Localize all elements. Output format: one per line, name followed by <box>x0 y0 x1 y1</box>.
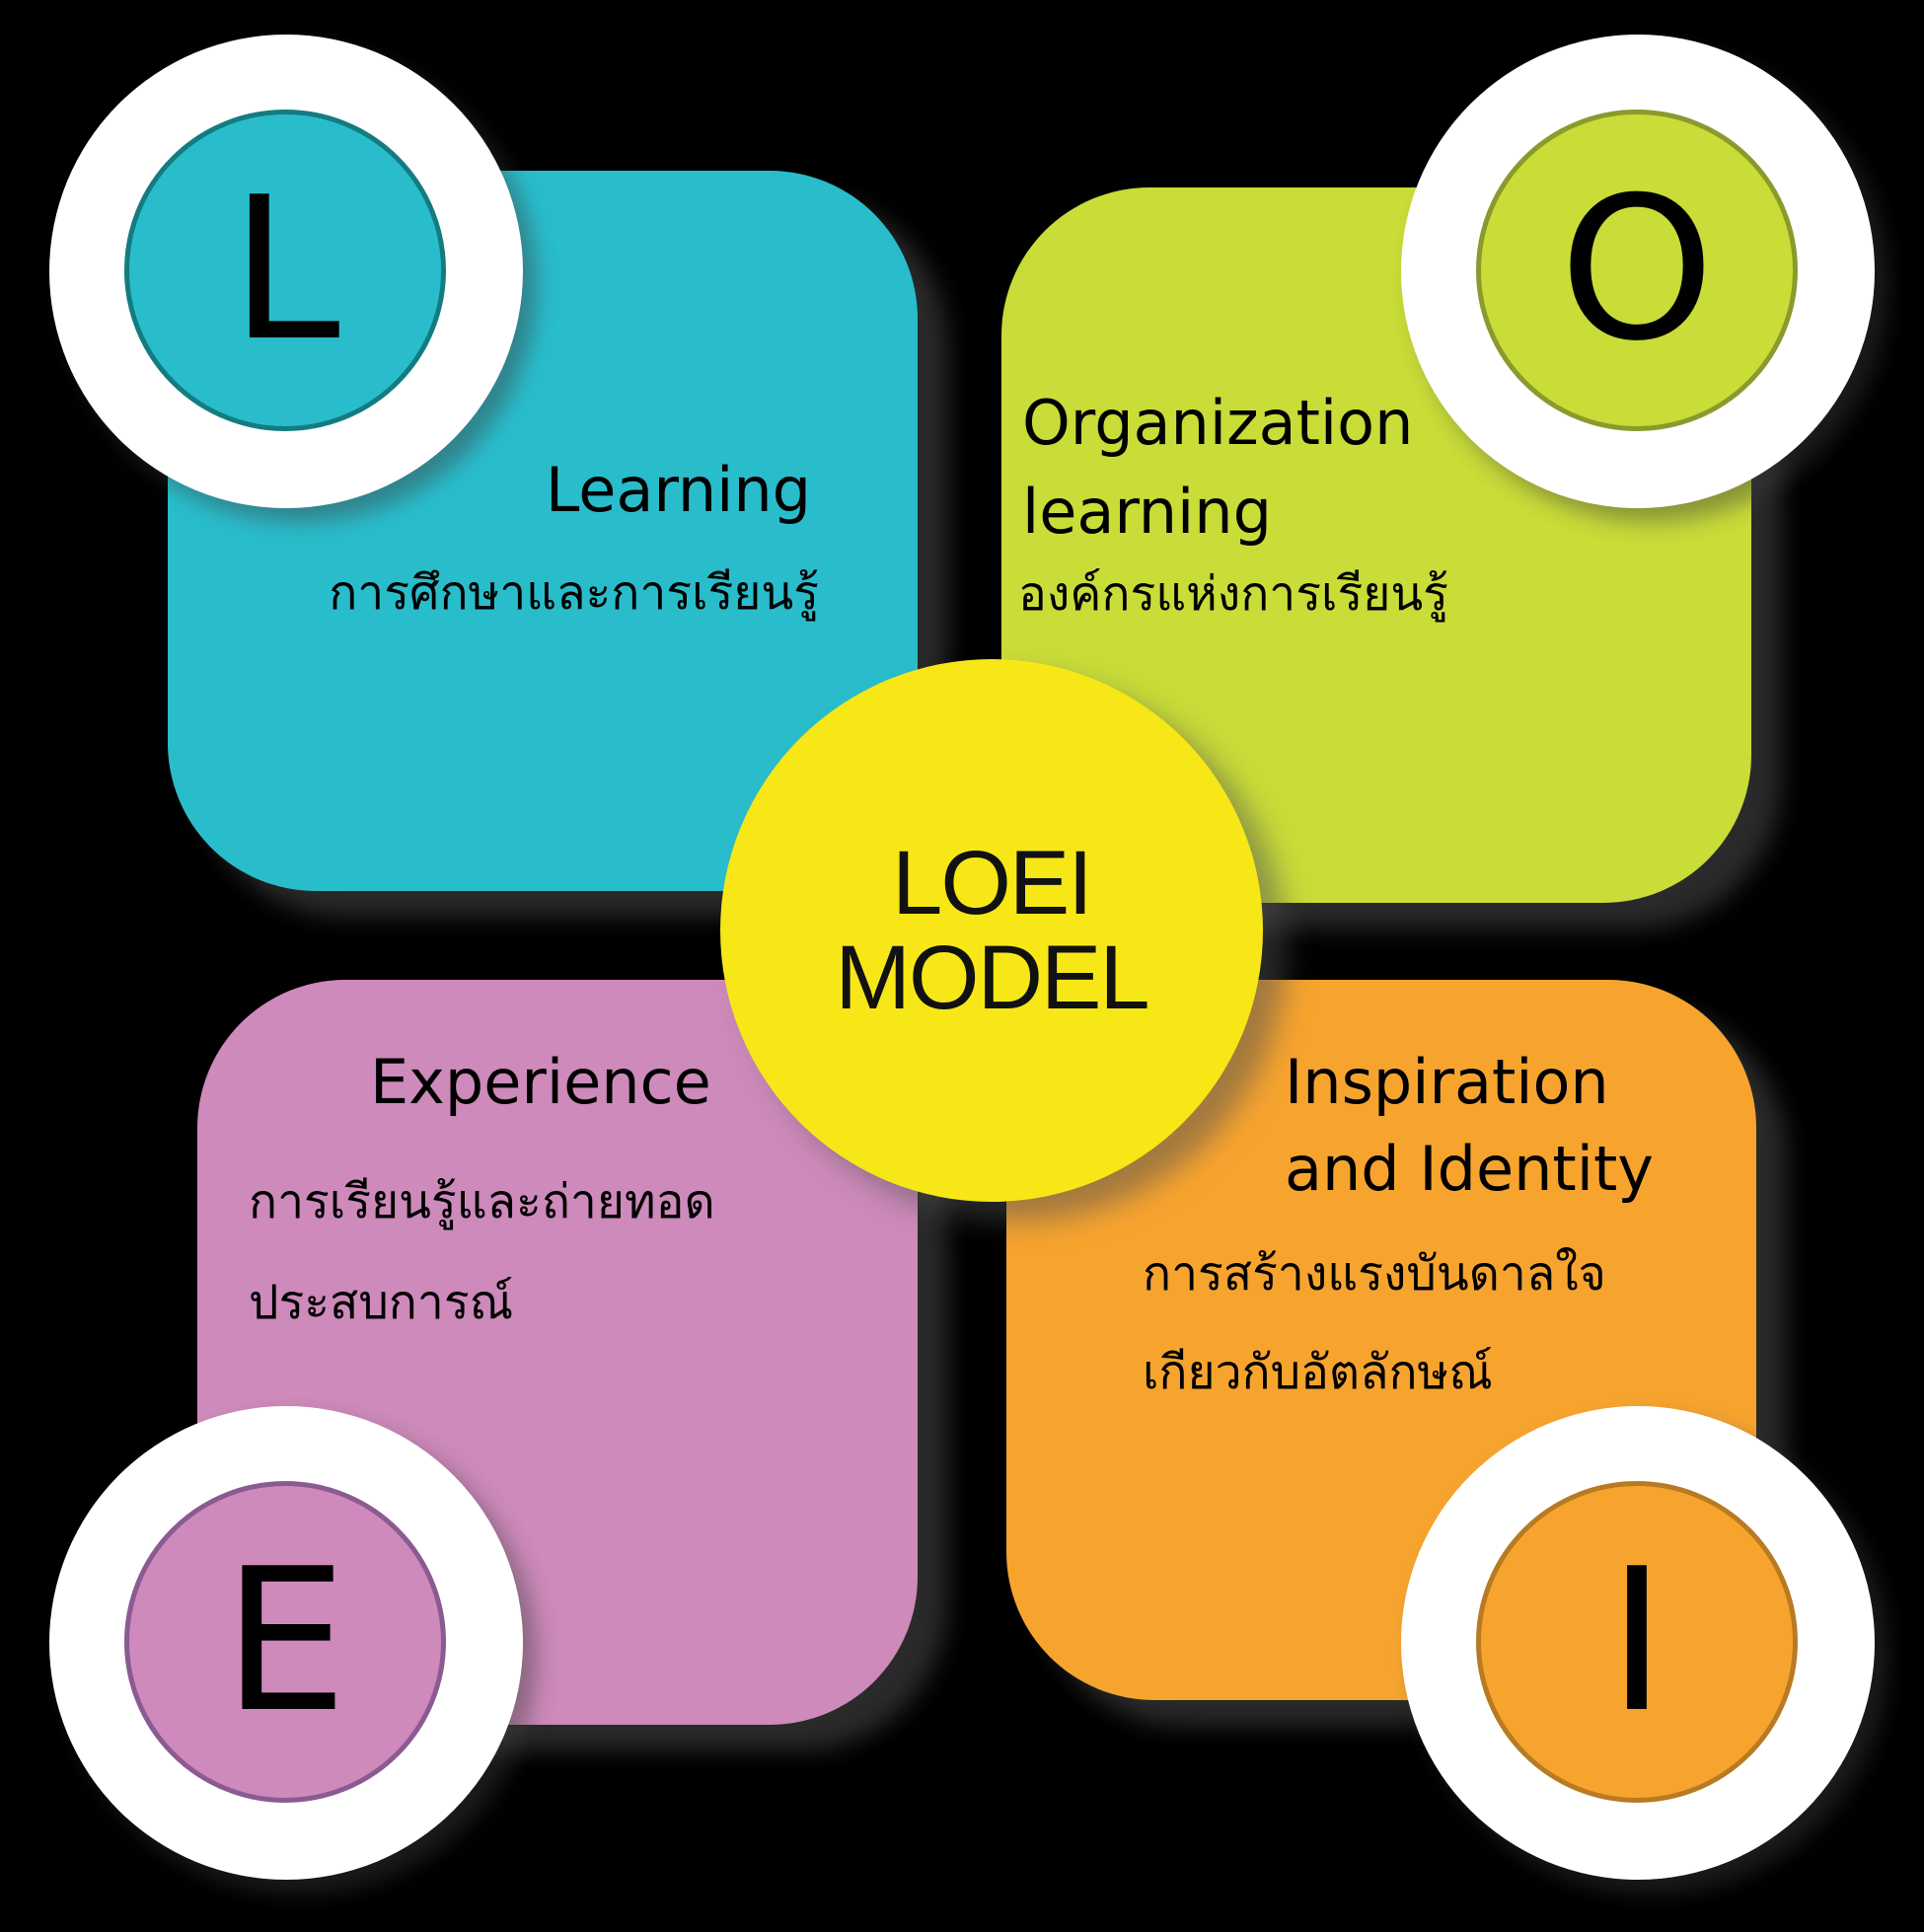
badge-i-circle: I <box>1476 1481 1798 1803</box>
organization-title-line-2: learning <box>1022 476 1272 548</box>
center-title-line-2: MODEL <box>835 928 1149 1028</box>
badge-e-ring: E <box>49 1406 523 1880</box>
inspiration-thai-line-2: เกียวกับอัตลักษณ์ <box>1143 1345 1493 1400</box>
badge-i-ring: I <box>1401 1406 1875 1880</box>
badge-e-letter: E <box>222 1526 348 1756</box>
badge-o-letter: O <box>1559 155 1715 385</box>
experience-thai-line-1: การเรียนรู้และถ่ายทอด <box>249 1174 715 1229</box>
badge-l-circle: L <box>124 110 446 431</box>
inspiration-title-line-1: Inspiration <box>1285 1046 1609 1118</box>
badge-o-circle: O <box>1476 110 1798 431</box>
badge-l-ring: L <box>49 35 523 508</box>
center-circle: LOEI MODEL <box>720 659 1263 1202</box>
badge-i-letter: I <box>1607 1526 1666 1756</box>
center-title-line-1: LOEI <box>892 833 1093 933</box>
organization-thai-text: องค์กรแห่งการเรียนรู้ <box>1018 566 1448 622</box>
organization-title-line-1: Organization <box>1022 387 1414 459</box>
inspiration-title-line-2: and Identity <box>1285 1133 1654 1205</box>
learning-thai-text: การศึกษาและการเรียนรู้ <box>329 565 819 621</box>
badge-l-letter: L <box>230 155 340 385</box>
experience-thai-line-2: ประสบการณ์ <box>249 1275 514 1330</box>
inspiration-thai-line-1: การสร้างแรงบันดาลใจ <box>1143 1246 1606 1301</box>
learning-title: Learning <box>545 454 811 526</box>
experience-title: Experience <box>370 1046 711 1118</box>
badge-e-circle: E <box>124 1481 446 1803</box>
badge-o-ring: O <box>1401 35 1875 508</box>
